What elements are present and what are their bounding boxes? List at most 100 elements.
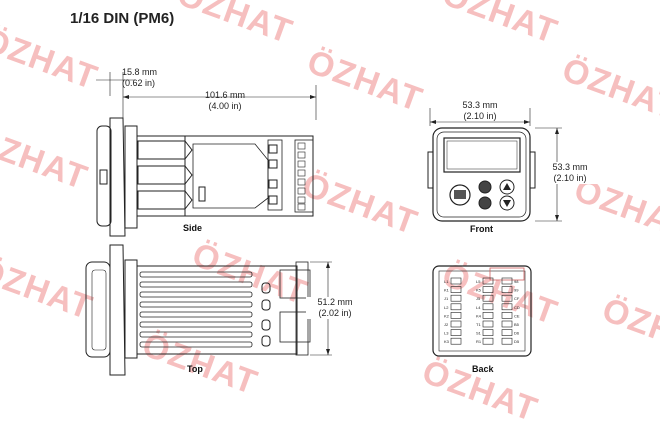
infinity-key: [449, 184, 471, 206]
terminal-screw: [501, 320, 513, 328]
back-view-label: Back: [472, 364, 494, 374]
terminal-screw: [482, 277, 494, 285]
terminal-screw: [501, 294, 513, 302]
down-key: [499, 195, 515, 211]
arrow-head: [123, 95, 129, 99]
front-face-profile: [96, 125, 112, 227]
mounting-clip: [137, 190, 186, 210]
up-arrow-icon: [503, 183, 511, 190]
dim-top-height-mm: 51.2 mm: [317, 297, 353, 307]
dim-front-width-mm: 53.3 mm: [462, 100, 498, 110]
dim-top-height-in: (2.02 in): [318, 308, 352, 318]
dim-front-height-mm: 53.3 mm: [552, 162, 588, 172]
terminal-label: J5: [476, 296, 481, 301]
terminal-label: L2: [444, 305, 449, 310]
terminal-screw: [482, 294, 494, 302]
terminal-label: L1: [444, 279, 449, 284]
terminal-label: 99: [514, 288, 519, 293]
terminal-label: CE: [514, 313, 520, 318]
back-view: L1K1J1L2K2J2L3K3L5K5J5L4K4T1S1R19899CFCD…: [432, 265, 532, 357]
back-housing: [432, 265, 532, 357]
side-clip: [529, 151, 536, 189]
front-face-profile: [85, 261, 111, 358]
terminal-label: L5: [476, 279, 481, 284]
down-arrow-icon: [503, 200, 511, 207]
header-tab: [489, 267, 525, 281]
connector-pin: [261, 319, 271, 331]
terminal-label: J1: [444, 296, 449, 301]
front-inner-frame: [436, 131, 527, 218]
arrow-head: [524, 120, 530, 124]
terminal-block: [279, 311, 311, 343]
arrow-head: [555, 215, 559, 221]
front-bezel: [109, 117, 126, 237]
dim-front-width: 53.3 mm (2.10 in): [450, 100, 510, 122]
dim-total-depth-in: (4.00 in): [208, 101, 242, 111]
terminal-screw: [482, 329, 494, 336]
vent-slots: [139, 271, 253, 348]
latch: [99, 169, 108, 185]
terminal-label: B5: [514, 322, 520, 327]
connector-pin: [261, 335, 271, 347]
terminal-screw: [501, 329, 513, 336]
front-face-inner: [91, 269, 107, 351]
terminal-label: L4: [476, 305, 481, 310]
up-key: [499, 179, 515, 195]
mounting-clip: [137, 165, 186, 185]
terminal-block: [279, 269, 311, 299]
terminal-label: K4: [476, 313, 482, 318]
terminal-strip: [294, 139, 314, 213]
advance-key: [478, 180, 492, 194]
terminal-grid: L1K1J1L2K2J2L3K3L5K5J5L4K4T1S1R19899CFCD…: [444, 277, 520, 345]
terminal-label: D5: [514, 339, 520, 344]
infinity-key-icon: [454, 190, 466, 199]
clip-tip: [184, 140, 193, 160]
mounting-clip: [137, 140, 186, 160]
page-title: 1/16 DIN (PM6): [70, 10, 175, 27]
arrow-head: [310, 95, 316, 99]
terminal-screw: [501, 337, 513, 345]
terminal-screws: [297, 142, 306, 211]
connector-pin: [268, 159, 278, 169]
mounting-collar: [124, 125, 138, 229]
label-area: [192, 143, 269, 209]
connector-pin: [261, 299, 271, 311]
terminal-screw: [482, 320, 494, 328]
dim-top-height: 51.2 mm (2.02 in): [306, 297, 364, 319]
terminal-label: S1: [476, 331, 482, 336]
terminal-screw: [482, 286, 494, 293]
terminal-screw: [450, 329, 462, 336]
terminal-label: 98: [514, 279, 519, 284]
terminal-screw: [501, 286, 513, 293]
side-clip: [427, 151, 434, 189]
connector-block: [267, 139, 283, 211]
terminal-label: R1: [476, 339, 482, 344]
arrow-head: [555, 128, 559, 134]
display-window: [443, 137, 521, 173]
terminal-label: T1: [476, 322, 481, 327]
terminal-label: K2: [444, 313, 450, 318]
dim-front-width-in: (2.10 in): [463, 111, 497, 121]
arrow-head: [430, 120, 436, 124]
terminal-screw: [482, 303, 494, 311]
front-view: [427, 108, 562, 222]
terminal-screw: [450, 320, 462, 328]
terminal-label: L3: [444, 331, 449, 336]
terminal-label: K5: [476, 288, 482, 293]
arrow-head: [326, 349, 330, 355]
back-frame: [438, 270, 526, 352]
connector-pin: [268, 195, 278, 205]
front-view-label: Front: [470, 224, 493, 234]
side-view: [96, 72, 317, 237]
terminal-label: CF: [514, 296, 520, 301]
terminal-screw: [501, 312, 513, 319]
connector-pin: [261, 282, 271, 294]
dim-total-depth-mm: 101.6 mm: [204, 90, 246, 100]
connector-pin: [268, 179, 278, 189]
terminal-label: K3: [444, 339, 450, 344]
clip-tip: [184, 165, 193, 185]
terminal-screw: [482, 337, 494, 345]
top-view-label: Top: [187, 364, 203, 374]
terminal-screw: [450, 277, 462, 285]
